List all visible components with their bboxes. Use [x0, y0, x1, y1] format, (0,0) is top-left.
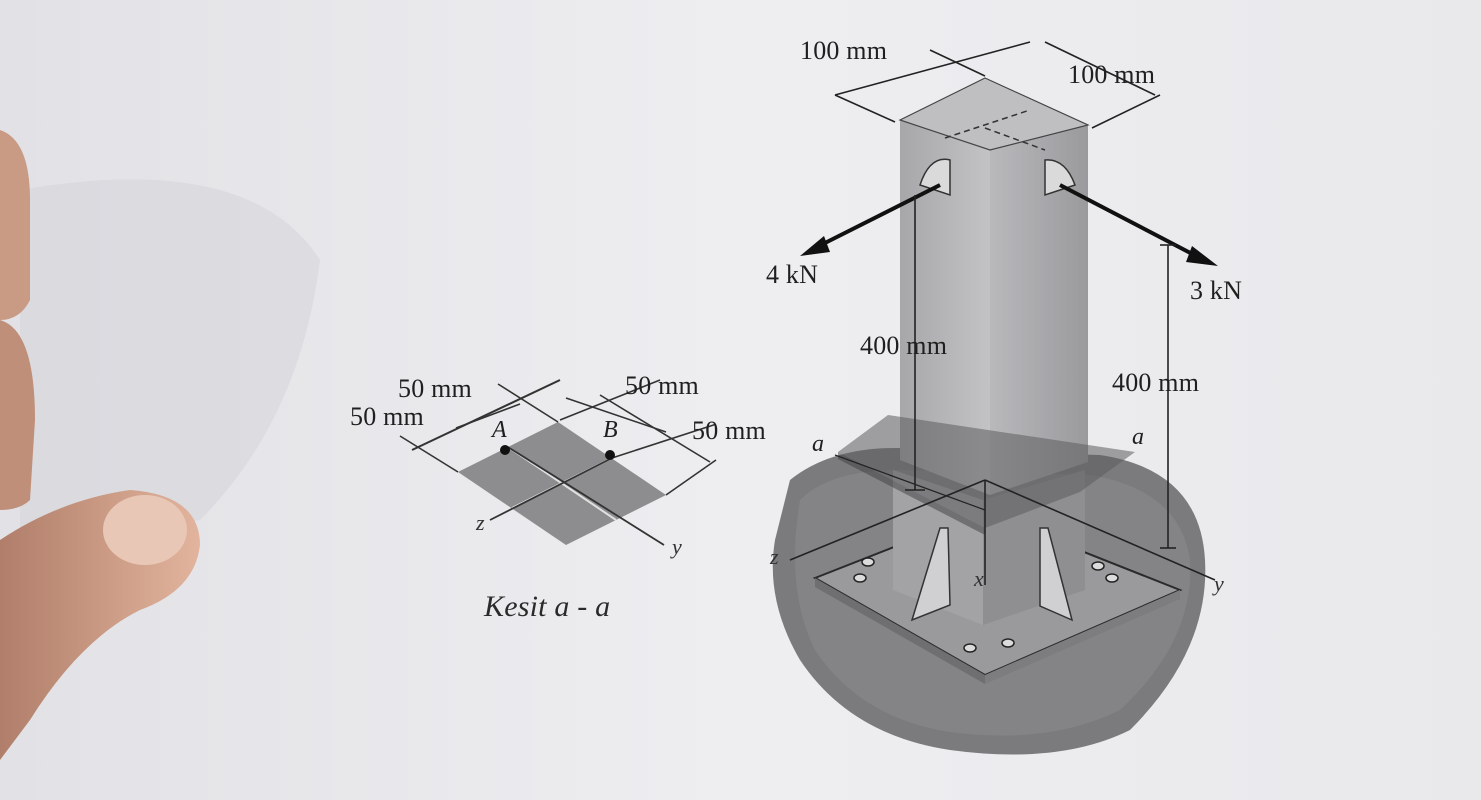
finger-top — [0, 130, 30, 320]
section-caption: Kesit a - a — [484, 590, 611, 623]
section-diagram — [399, 379, 717, 546]
force-4kn-arrow — [814, 183, 941, 250]
force-3kn-arrow — [1059, 183, 1201, 260]
top-dim-right — [1044, 41, 1156, 96]
label-column-x: x — [974, 566, 984, 591]
label-section-y: y — [672, 534, 682, 559]
label-section-dim-3: 50 mm — [625, 371, 699, 400]
label-column-y: y — [1214, 571, 1224, 596]
label-section-dim-1: 50 mm — [398, 374, 472, 403]
column-y-axis — [984, 479, 1216, 581]
column-z-axis — [789, 479, 986, 561]
bolts — [853, 557, 1119, 653]
stiffener-right — [1039, 527, 1074, 622]
label-point-a: A — [492, 417, 507, 443]
label-section-dim-4: 50 mm — [692, 416, 766, 445]
point-a-dot — [500, 445, 510, 455]
label-section-mark-right: a — [1132, 424, 1145, 450]
column-top-face — [898, 77, 1090, 151]
label-section-mark-left: a — [812, 431, 825, 457]
label-section-dim-2: 50 mm — [350, 402, 424, 431]
column-side-face — [990, 125, 1088, 495]
label-top-width-left: 100 mm — [800, 36, 888, 65]
column-diagram — [772, 41, 1218, 755]
finger-mid — [0, 320, 35, 510]
section-z-axis — [489, 457, 613, 521]
column-front-face — [900, 120, 990, 495]
section-y-axis — [507, 446, 665, 546]
label-force-left: 4 kN — [766, 260, 819, 289]
label-force-right: 3 kN — [1190, 276, 1243, 305]
stiffener-left — [910, 527, 951, 622]
thumbnail — [103, 495, 187, 565]
paper-shadow — [20, 179, 320, 561]
label-point-b: B — [603, 417, 618, 443]
top-dim-left — [834, 41, 1031, 96]
label-section-z: z — [476, 510, 485, 535]
label-top-width-right: 100 mm — [1068, 60, 1156, 89]
section-plane — [838, 415, 1135, 528]
label-column-z: z — [770, 544, 779, 569]
point-b-dot — [605, 450, 615, 460]
label-height-left: 400 mm — [860, 331, 948, 360]
label-height-right: 400 mm — [1112, 368, 1200, 397]
